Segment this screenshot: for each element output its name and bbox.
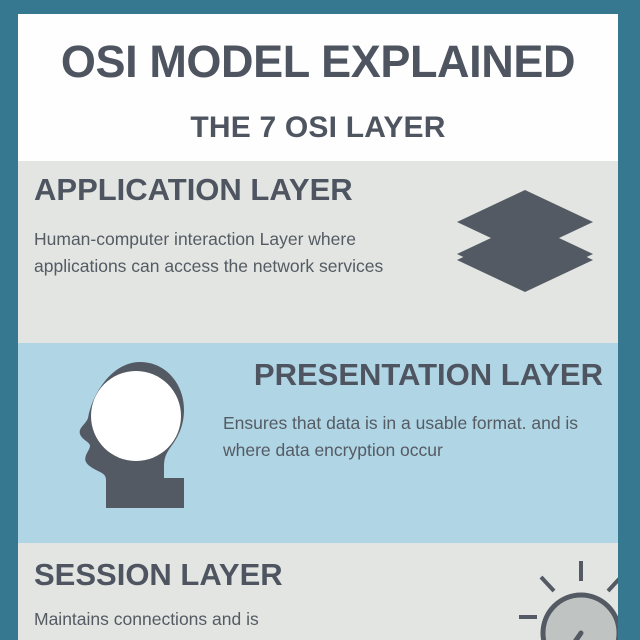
layer-description-presentation: Ensures that data is in a usable format.… [223,413,579,460]
page-title: OSI MODEL EXPLAINED [60,36,576,87]
layer-section-presentation: PRESENTATION LAYER Ensures that data is … [18,343,618,543]
layers-stack-icon [455,188,595,294]
layer-heading-application: APPLICATION LAYER [34,172,353,207]
head-brain-icon [66,358,188,518]
alarm-clock-icon [511,555,618,640]
layer-description-session: Maintains connections and is [34,609,259,629]
header-card: OSI MODEL EXPLAINED THE 7 OSI LAYER [18,14,618,161]
layer-section-application: APPLICATION LAYER Human-computer interac… [18,161,618,343]
page-subtitle: THE 7 OSI LAYER [190,111,446,144]
layer-description-application: Human-computer interaction Layer where a… [34,229,384,276]
layer-heading-presentation: PRESENTATION LAYER [253,357,603,392]
layer-heading-session: SESSION LAYER [34,557,283,592]
layer-section-session: SESSION LAYER Maintains connections and … [18,543,618,640]
